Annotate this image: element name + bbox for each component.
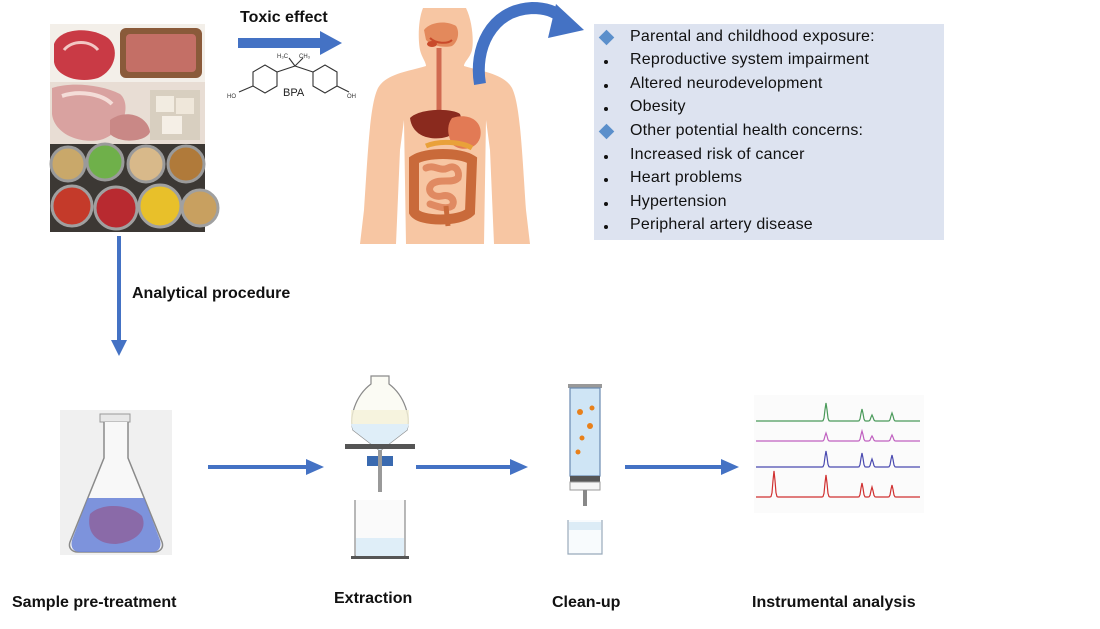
bpa-oh-label: OH <box>347 94 356 100</box>
toxic-effect-label: Toxic effect <box>240 9 328 26</box>
bpa-label: BPA <box>283 87 305 99</box>
bpa-ch3-left: H₃C <box>277 54 289 60</box>
health-item: Heart problems <box>594 169 934 189</box>
health-header-other: Other potential health concerns: <box>594 122 934 142</box>
curved-arrow-to-health-effects <box>472 1 584 86</box>
chromatogram-trace <box>756 470 920 498</box>
step-label-cleanup: Clean-up <box>552 594 621 611</box>
step-label-sample-pretreatment: Sample pre-treatment <box>12 594 177 611</box>
flow-arrow-2 <box>416 459 528 475</box>
health-item-text: Hypertension <box>630 193 727 210</box>
canned-food-collage <box>49 24 220 232</box>
step-label-instrumental-analysis: Instrumental analysis <box>752 594 916 611</box>
analytical-procedure-arrow <box>111 236 127 356</box>
human-body-illustration <box>360 8 530 244</box>
health-effects-box: Parental and childhood exposure: Reprodu… <box>594 24 944 240</box>
flow-arrow-3 <box>625 459 739 475</box>
health-item: Reproductive system impairment <box>594 51 934 71</box>
step-label-extraction: Extraction <box>334 590 413 607</box>
health-item-text: Obesity <box>630 98 686 115</box>
diamond-bullet-icon <box>594 122 618 142</box>
bpa-ch3-right: CH₃ <box>299 54 311 60</box>
spe-cartridge-cleanup <box>567 384 603 555</box>
diamond-bullet-icon <box>594 28 618 48</box>
bullet-icon <box>594 146 618 164</box>
chromatogram-trace <box>756 402 920 422</box>
bullet-icon <box>594 98 618 116</box>
health-item: Altered neurodevelopment <box>594 75 934 95</box>
canned-food-image <box>49 24 220 232</box>
health-item-text: Other potential health concerns: <box>630 122 864 139</box>
bullet-icon <box>594 216 618 234</box>
bullet-icon <box>594 75 618 93</box>
health-item: Hypertension <box>594 193 934 213</box>
chromatogram-trace <box>756 428 920 442</box>
health-item: Obesity <box>594 98 934 118</box>
chromatogram-trace <box>756 450 920 468</box>
health-item-text: Parental and childhood exposure: <box>630 28 875 45</box>
health-item-text: Heart problems <box>630 169 743 186</box>
toxic-effect-arrow <box>238 31 342 55</box>
erlenmeyer-flask-sample <box>60 410 172 555</box>
separatory-funnel-extraction <box>345 375 415 559</box>
flow-arrow-1 <box>208 459 324 475</box>
bullet-icon <box>594 51 618 69</box>
bullet-icon <box>594 193 618 211</box>
health-item-text: Peripheral artery disease <box>630 216 813 233</box>
health-item: Increased risk of cancer <box>594 146 934 166</box>
health-item-text: Altered neurodevelopment <box>630 75 823 92</box>
health-header-parental: Parental and childhood exposure: <box>594 28 934 48</box>
analytical-procedure-label: Analytical procedure <box>132 285 291 302</box>
bpa-molecule-structure: H₃C CH₃ HO OH BPA <box>227 54 356 100</box>
bullet-icon <box>594 169 618 187</box>
health-item-text: Reproductive system impairment <box>630 51 869 68</box>
bpa-ho-label: HO <box>227 94 236 100</box>
chromatogram-instrumental-analysis <box>754 395 924 513</box>
health-item: Peripheral artery disease <box>594 216 934 236</box>
health-item-text: Increased risk of cancer <box>630 146 805 163</box>
